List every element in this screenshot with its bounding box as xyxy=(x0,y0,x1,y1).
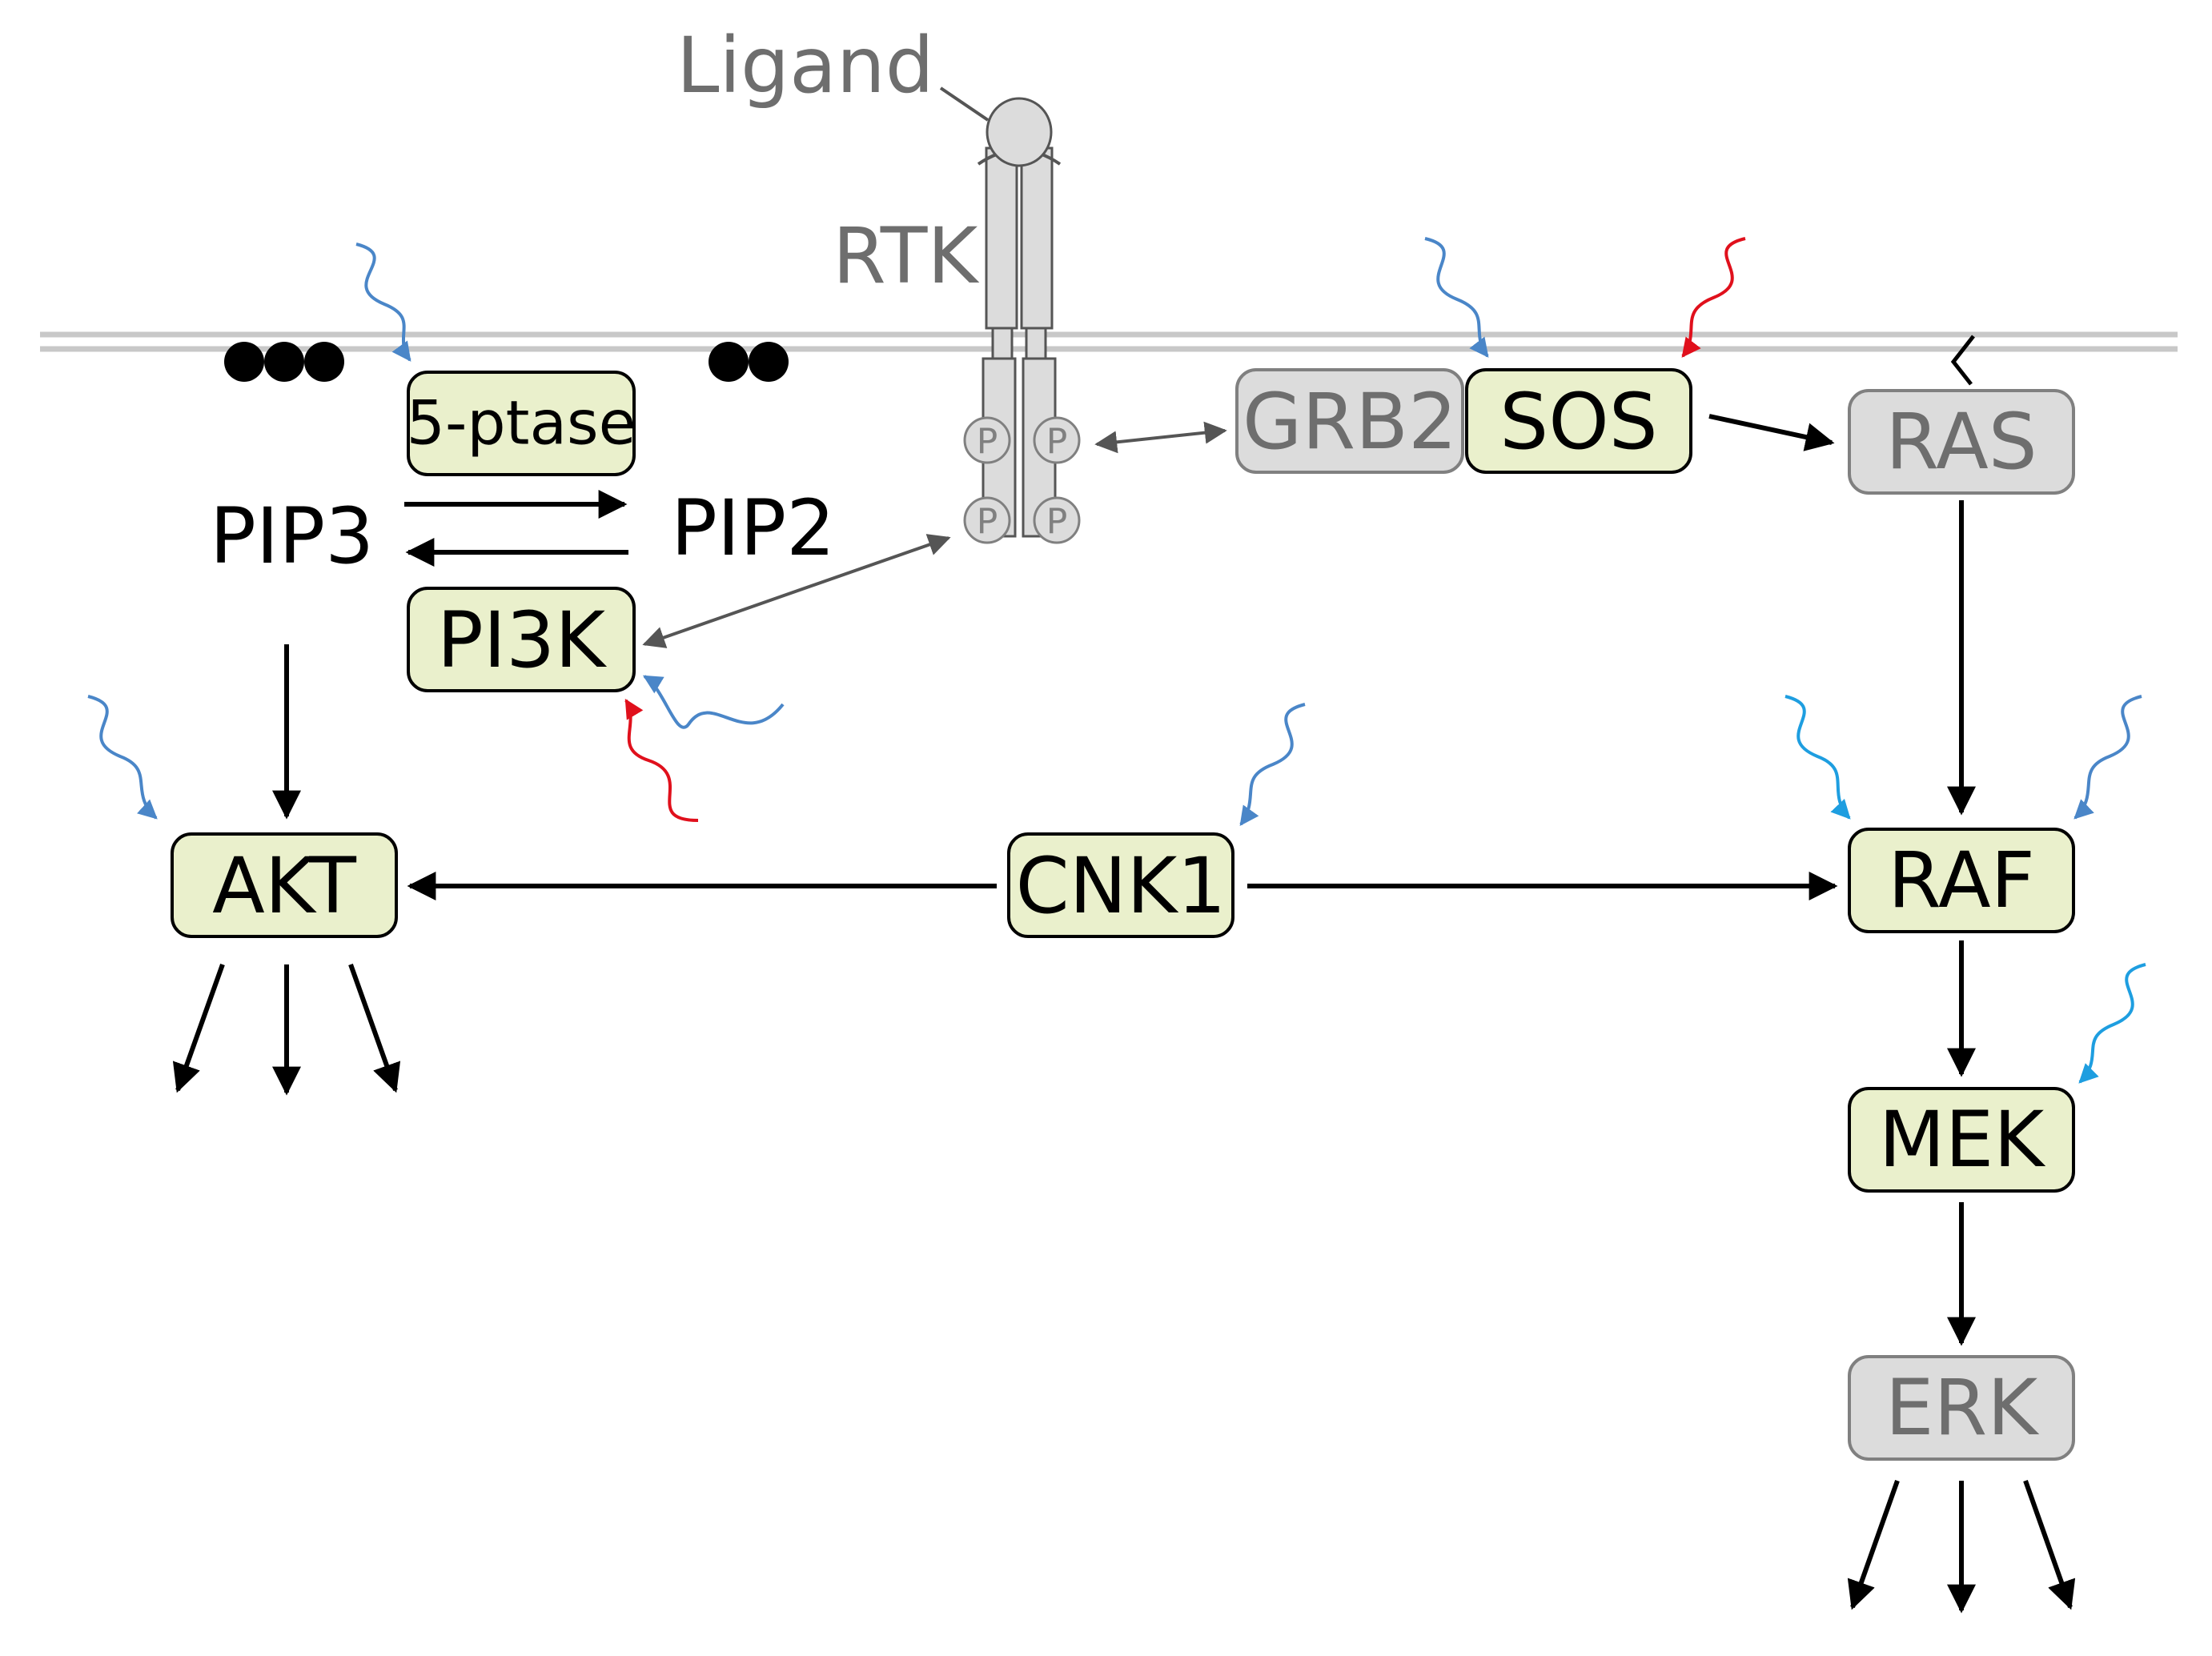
phospho-label: P xyxy=(1046,422,1068,463)
phospho-label: P xyxy=(977,502,998,543)
arrow-erk-output-right xyxy=(2023,1479,2076,1610)
pathway-arrows xyxy=(172,414,2076,1614)
node-label: 5-ptase xyxy=(407,387,636,459)
phospho-site xyxy=(963,496,1011,544)
node-cnk1: CNK1 xyxy=(1007,832,1234,938)
node-label: CNK1 xyxy=(1016,841,1226,931)
phospho-label: P xyxy=(977,422,998,463)
phospho-label: P xyxy=(1046,502,1068,543)
arrow-sos-to-ras xyxy=(1708,414,1835,451)
ras-membrane-anchor xyxy=(1950,335,1975,386)
phospho-site xyxy=(963,416,1011,464)
node-label: ERK xyxy=(1885,1363,2039,1453)
arrow-akt-output-right xyxy=(348,963,401,1093)
phospho-site xyxy=(1033,416,1081,464)
arrow-rtk-grb2 xyxy=(1094,421,1227,454)
node-grb2: GRB2 xyxy=(1235,368,1464,474)
node-sos: SOS xyxy=(1465,368,1692,474)
rtk-label: RTK xyxy=(833,211,979,301)
ligand-shape xyxy=(986,97,1053,167)
node-label: RAF xyxy=(1888,836,2035,925)
phospho-site xyxy=(1033,496,1081,544)
input-arrow-pi3k-blue xyxy=(642,675,785,729)
ligand-label: Ligand xyxy=(676,21,934,110)
node-ras: RAS xyxy=(1848,389,2075,495)
node-label: AKT xyxy=(212,841,356,931)
ligand-pointer xyxy=(939,86,990,122)
node-label: PI3K xyxy=(437,595,607,685)
input-arrow-raf-right xyxy=(2073,695,2142,820)
node-5-ptase: 5-ptase xyxy=(407,371,636,476)
node-pi3k: PI3K xyxy=(407,587,636,692)
input-arrow-akt xyxy=(87,695,158,820)
arrow-akt-output-left xyxy=(172,963,225,1093)
rtk-receptor xyxy=(977,146,1062,538)
node-raf: RAF xyxy=(1848,828,2075,933)
arrow-rtk-pi3k xyxy=(642,534,951,648)
cell-membrane xyxy=(40,331,2178,352)
membrane-lipid-dots xyxy=(224,342,789,382)
input-arrow-raf-left xyxy=(1784,695,1851,820)
node-mek: MEK xyxy=(1848,1087,2075,1193)
phospho-sites: P P P P xyxy=(963,416,1081,544)
node-label: SOS xyxy=(1499,377,1657,467)
node-akt: AKT xyxy=(171,832,398,938)
input-arrow-sos-red xyxy=(1681,237,1746,358)
binding-arrows xyxy=(642,421,1227,648)
input-arrow-cnk1 xyxy=(1239,703,1306,826)
pip3-label: PIP3 xyxy=(210,491,374,581)
pip2-label: PIP2 xyxy=(671,483,835,573)
node-label: MEK xyxy=(1879,1095,2045,1185)
arrow-erk-output-left xyxy=(1847,1479,1900,1610)
input-signals xyxy=(87,237,2146,1084)
input-arrow-5-ptase xyxy=(355,243,411,362)
input-arrow-mek xyxy=(2078,963,2146,1084)
node-label: RAS xyxy=(1885,397,2037,487)
node-label: GRB2 xyxy=(1242,377,1457,467)
input-arrow-pi3k-red xyxy=(624,698,699,822)
input-arrow-sos-blue xyxy=(1424,237,1489,358)
node-erk: ERK xyxy=(1848,1355,2075,1461)
